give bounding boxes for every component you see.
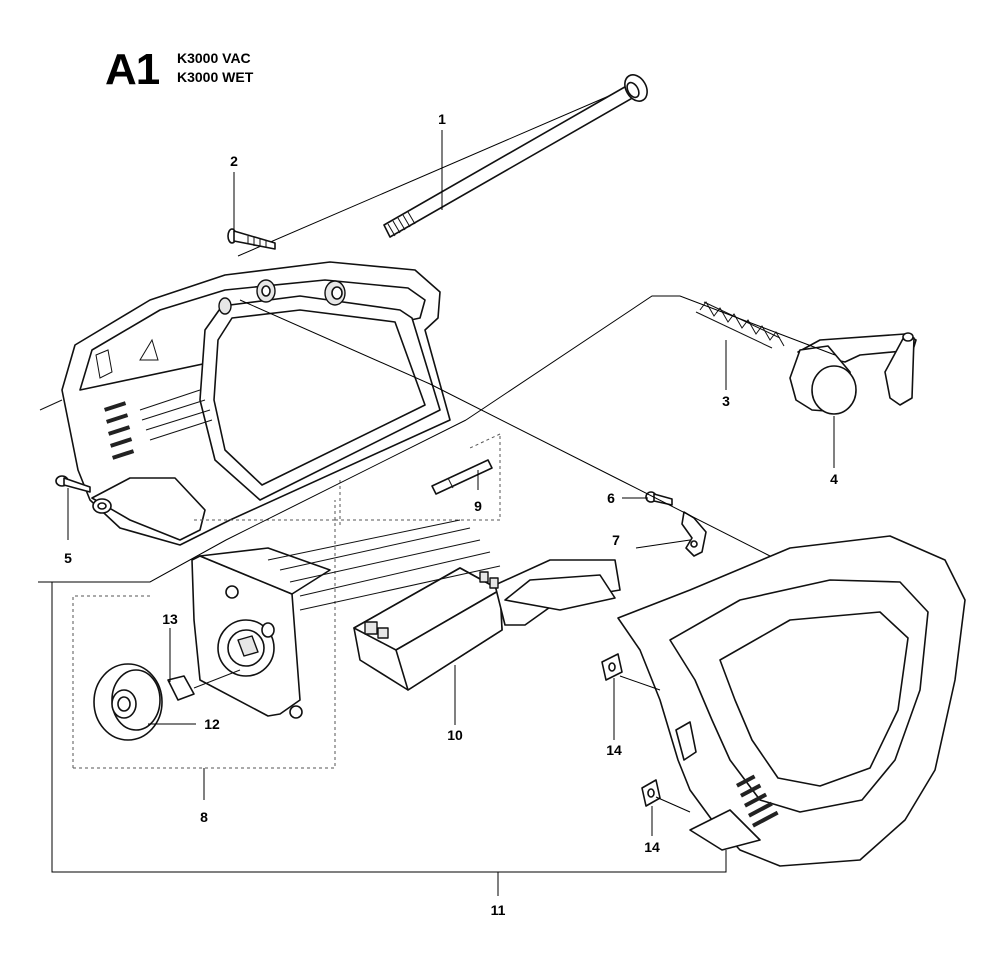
- part-14-washer-upper: [601, 653, 623, 681]
- part-10-switch: [353, 559, 621, 725]
- callout-9: 9: [474, 498, 482, 514]
- callout-10: 10: [447, 727, 463, 743]
- callout-12: 12: [204, 716, 220, 732]
- part-7-clip: [681, 511, 707, 557]
- callout-3: 3: [722, 393, 730, 409]
- upper-housing: [39, 261, 451, 546]
- callout-14-lower: 14: [644, 839, 660, 855]
- part-4-lever: [789, 332, 917, 468]
- section-code: A1: [105, 45, 160, 94]
- callout-5: 5: [64, 550, 72, 566]
- part-5-screw: [55, 475, 91, 540]
- callout-1: 1: [438, 111, 446, 127]
- part-6-screw: [645, 491, 673, 506]
- callout-14-upper: 14: [606, 742, 622, 758]
- callout-2: 2: [230, 153, 238, 169]
- part-9-pin: [431, 459, 493, 495]
- callout-7: 7: [612, 532, 620, 548]
- part-1-rod: [237, 74, 648, 257]
- callout-13: 13: [162, 611, 178, 627]
- part-3-spring: [695, 301, 785, 390]
- callout-6: 6: [607, 490, 615, 506]
- callout-8: 8: [200, 809, 208, 825]
- part-2-screw: [227, 228, 276, 250]
- front-handle: [617, 535, 966, 867]
- part-14-washer-lower: [641, 779, 661, 807]
- model-name-wet: K3000 WET: [177, 69, 254, 85]
- callout-11: 11: [491, 902, 506, 918]
- callout-4: 4: [830, 471, 838, 487]
- part-8-assembly: [72, 433, 501, 769]
- model-name-vac: K3000 VAC: [177, 50, 251, 66]
